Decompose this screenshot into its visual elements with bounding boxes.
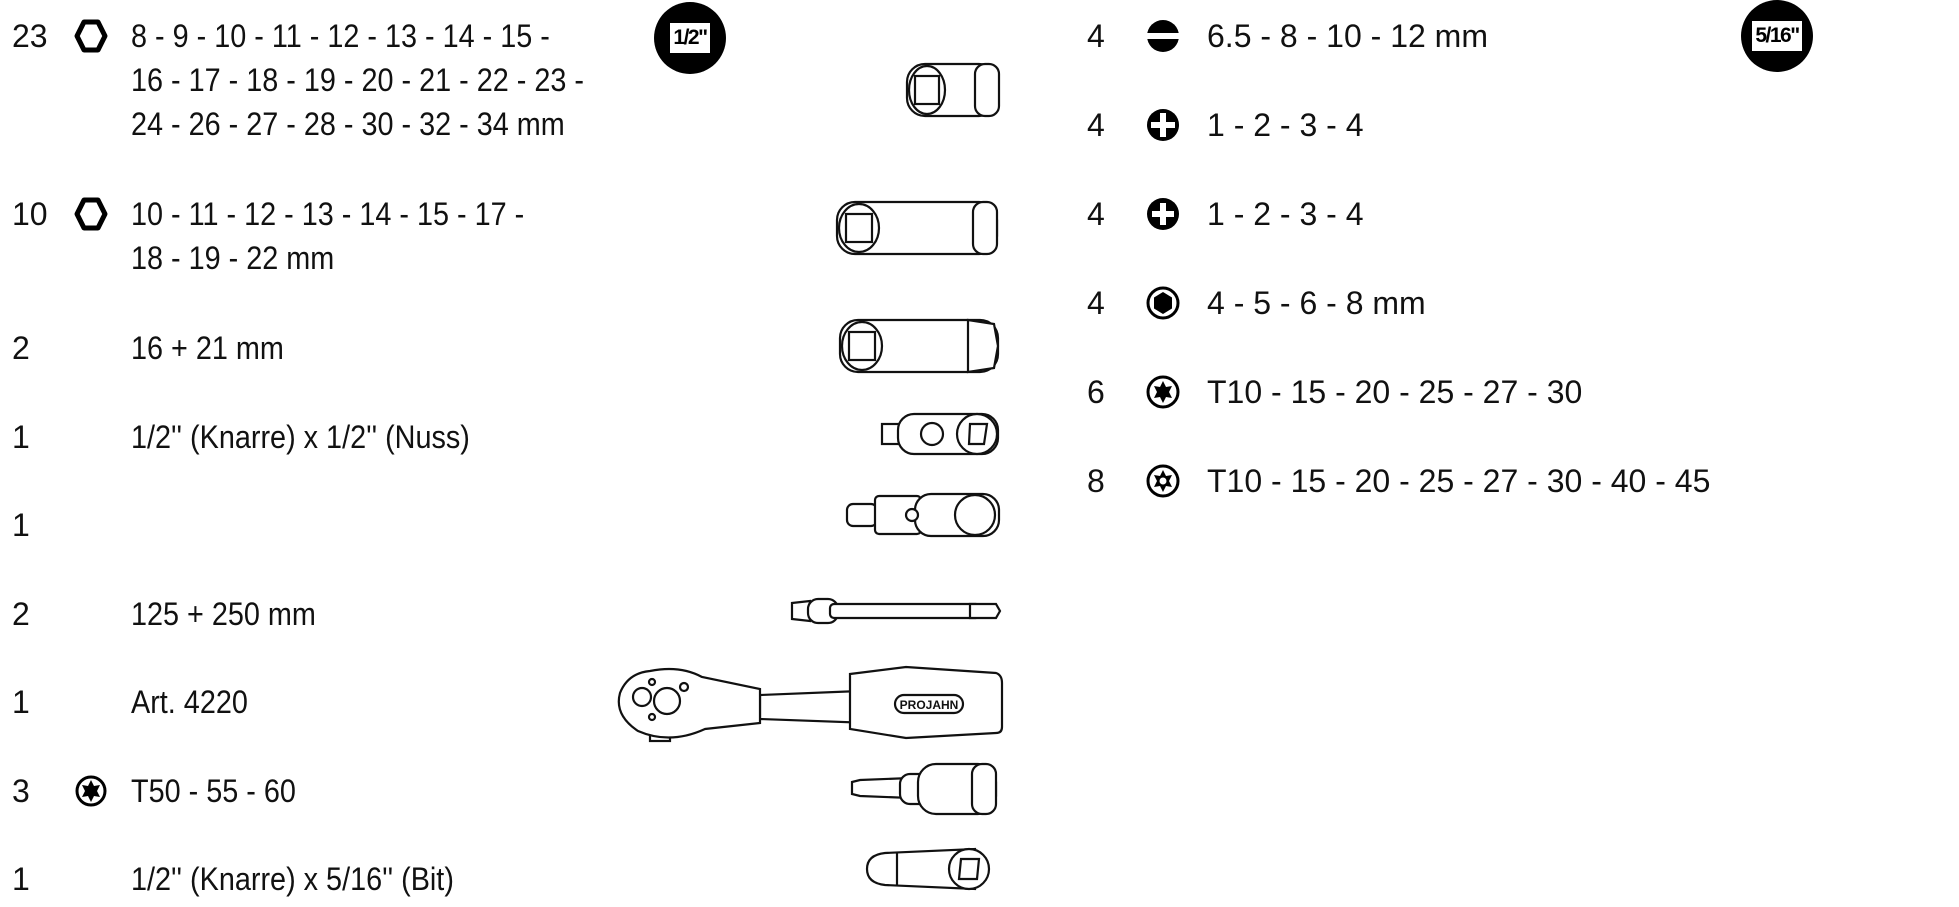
size-line: 10 - 11 - 12 - 13 - 14 - 15 - 17 - [131, 196, 525, 232]
deep-socket-drawing [838, 318, 1000, 374]
extension-bar-drawing [790, 597, 1002, 625]
count: 4 [1087, 107, 1105, 143]
size-line: T50 - 55 - 60 [131, 773, 296, 809]
count: 1 [12, 684, 30, 720]
count: 1 [12, 507, 30, 543]
count: 10 [12, 196, 48, 232]
size-line: Art. 4220 [131, 684, 248, 720]
count: 1 [12, 861, 30, 897]
torx-icon [75, 775, 107, 807]
long-socket-drawing [835, 200, 999, 256]
size-list: 1 - 2 - 3 - 4 [1207, 196, 1364, 232]
slotted-icon [1146, 20, 1180, 52]
size-line: 18 - 19 - 22 mm [131, 240, 335, 276]
pozidriv-icon [1147, 198, 1179, 230]
size-line: 125 + 250 mm [131, 596, 316, 632]
torx-bit-socket-drawing [850, 762, 998, 816]
drive-size-badge: 5/16" [1741, 0, 1813, 72]
size-list: T10 - 15 - 20 - 25 - 27 - 30 - 40 - 45 [1207, 463, 1711, 499]
size-line: 1/2'' (Knarre) x 5/16'' (Bit) [131, 861, 454, 897]
count: 6 [1087, 374, 1105, 410]
count: 2 [12, 596, 30, 632]
drive-size-label: 1/2" [670, 23, 710, 53]
count: 4 [1087, 18, 1105, 54]
universal-joint-drawing [845, 492, 1001, 538]
size-line: 16 + 21 mm [131, 330, 284, 366]
size-line: 16 - 17 - 18 - 19 - 20 - 21 - 22 - 23 - [131, 62, 585, 98]
bit-adapter-drawing [865, 847, 991, 891]
size-list: 1 - 2 - 3 - 4 [1207, 107, 1364, 143]
torx-tamper-icon [1146, 464, 1180, 498]
count: 1 [12, 419, 30, 455]
phillips-icon [1147, 109, 1179, 141]
count: 4 [1087, 196, 1105, 232]
hex-bit-icon [1146, 286, 1180, 320]
drive-size-badge: 1/2" [654, 2, 726, 74]
adapter-drawing [880, 412, 1000, 456]
brand-label: PROJAHN [900, 698, 959, 712]
hex-socket-icon [74, 197, 108, 231]
size-line: 24 - 26 - 27 - 28 - 30 - 32 - 34 mm [131, 106, 565, 142]
torx-icon [1146, 375, 1180, 409]
count: 8 [1087, 463, 1105, 499]
count: 2 [12, 330, 30, 366]
size-line: 1/2'' (Knarre) x 1/2'' (Nuss) [131, 419, 470, 455]
hex-socket-icon [74, 19, 108, 53]
count: 23 [12, 18, 48, 54]
size-line: 8 - 9 - 10 - 11 - 12 - 13 - 14 - 15 - [131, 18, 550, 54]
short-socket-drawing [905, 62, 1001, 118]
size-list: 6.5 - 8 - 10 - 12 mm [1207, 18, 1488, 54]
drive-size-label: 5/16" [1752, 21, 1802, 51]
count: 3 [12, 773, 30, 809]
size-list: 4 - 5 - 6 - 8 mm [1207, 285, 1426, 321]
count: 4 [1087, 285, 1105, 321]
ratchet-drawing: PROJAHN [617, 665, 1004, 743]
size-list: T10 - 15 - 20 - 25 - 27 - 30 [1207, 374, 1583, 410]
